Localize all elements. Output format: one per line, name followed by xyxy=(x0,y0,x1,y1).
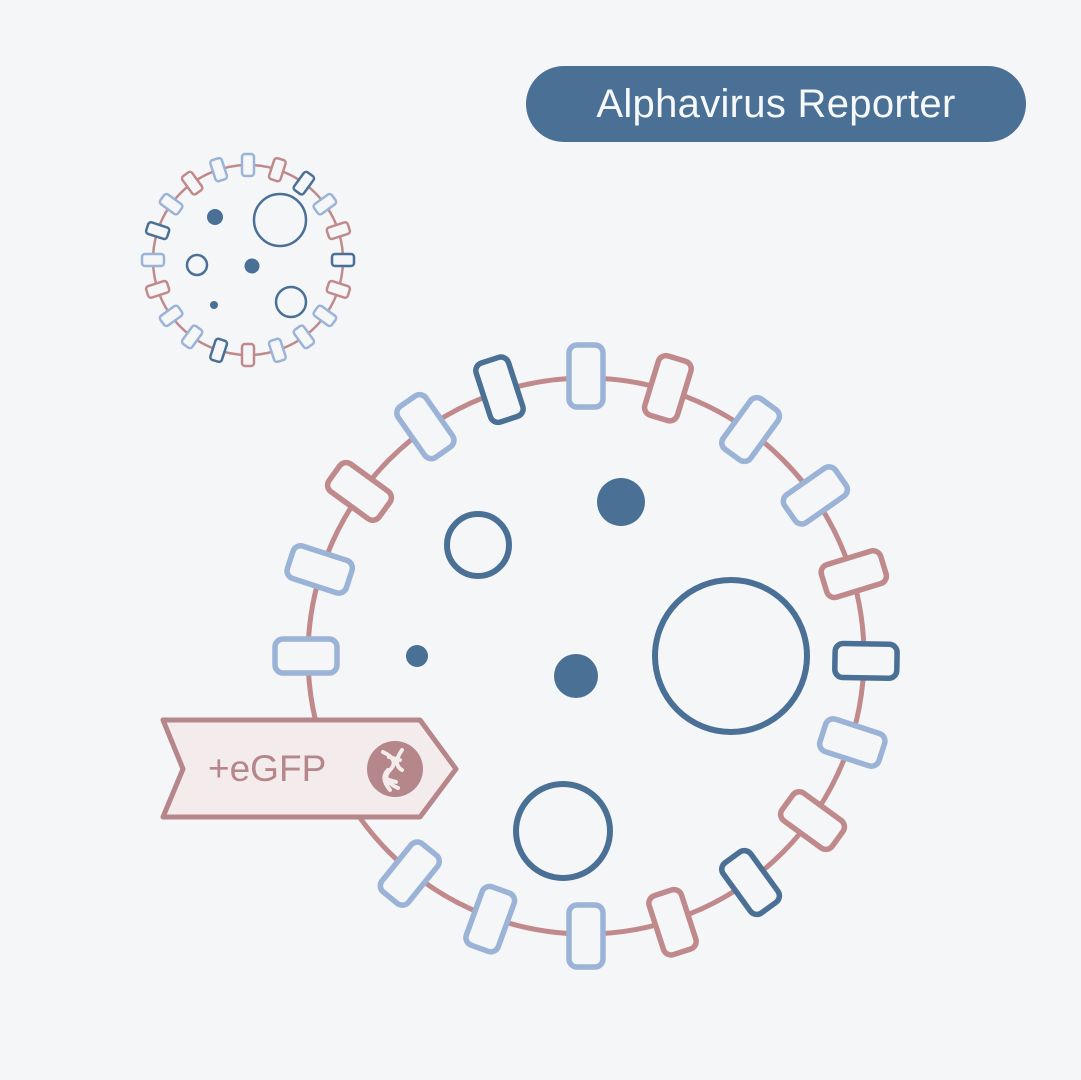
dna-icon-strands xyxy=(381,748,404,792)
title-text: Alphavirus Reporter xyxy=(596,81,956,126)
dna-icon xyxy=(367,741,423,797)
egfp-label: +eGFP xyxy=(208,748,327,789)
title-badge: Alphavirus Reporter xyxy=(526,66,1026,142)
egfp-tag xyxy=(160,717,459,820)
large-virion xyxy=(272,342,900,970)
small-virion xyxy=(140,152,356,368)
